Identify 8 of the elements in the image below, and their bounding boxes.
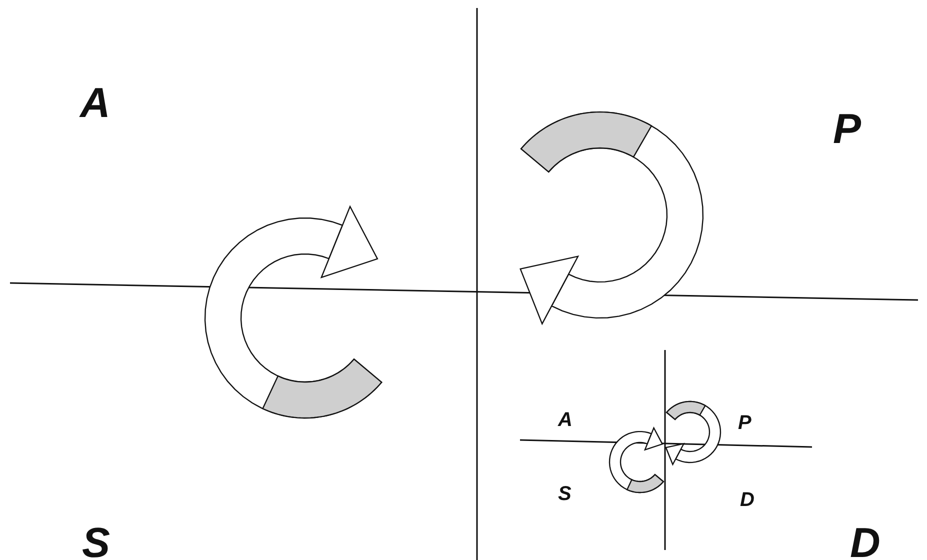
quadrant-letter: S bbox=[558, 484, 572, 504]
quadrant-letter: P bbox=[833, 108, 862, 150]
quadrant-letter: D bbox=[740, 490, 754, 510]
quadrant-letter: P bbox=[738, 413, 752, 433]
quadrant-letter: A bbox=[558, 410, 572, 430]
quadrant-letter: A bbox=[80, 82, 110, 124]
quadrant-letter: D bbox=[850, 522, 880, 560]
quadrant-letter: S bbox=[82, 522, 110, 560]
